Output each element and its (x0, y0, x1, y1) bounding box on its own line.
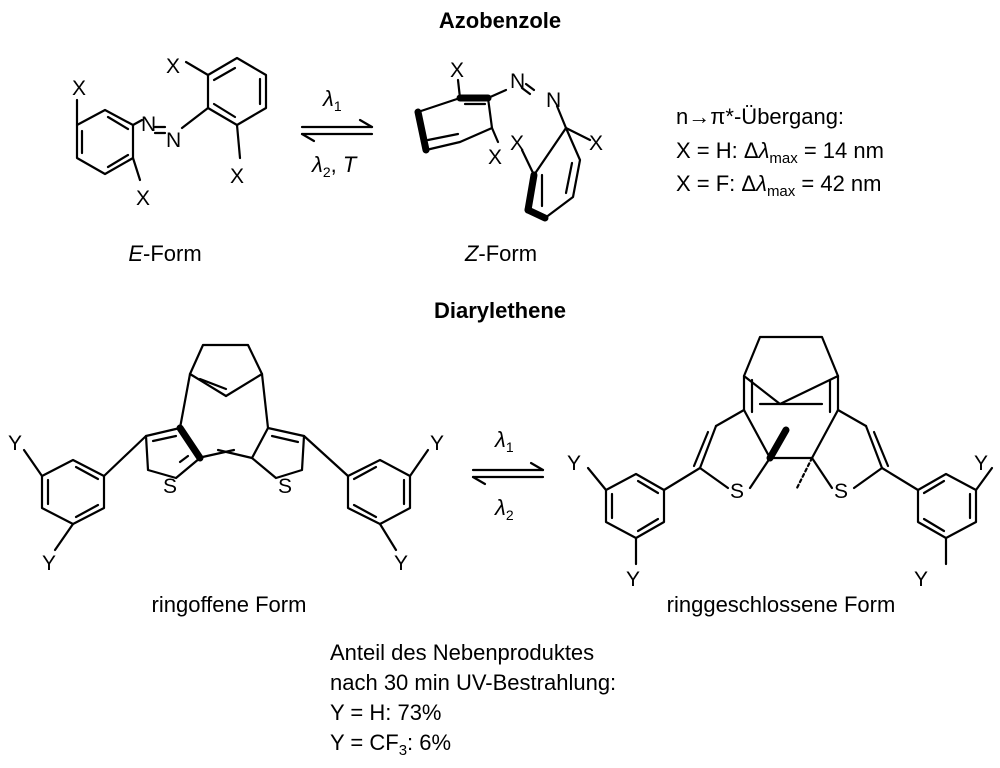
open-y-bottom-left: Y (42, 552, 56, 575)
azobenzene-title: Azobenzole (439, 8, 561, 33)
z-x-top: X (450, 59, 464, 82)
transition-line-1: n→π*-Übergang: (676, 104, 844, 129)
open-sulfur-right: S (278, 475, 292, 498)
e-x-top-right: X (166, 55, 180, 78)
closed-diarylethene-structure (586, 335, 994, 566)
e-nitrogen-1: N (141, 113, 156, 136)
e-form-label: E-Form (128, 241, 201, 266)
closed-y-bottom-right: Y (914, 568, 928, 591)
closed-y-top-left: Y (567, 452, 581, 475)
closed-sulfur-left: S (730, 480, 744, 503)
dae-equilibrium-arrow (471, 461, 545, 486)
closed-y-bottom-left: Y (626, 568, 640, 591)
closed-sulfur-right: S (834, 480, 848, 503)
transition-line-3: X = F: Δλmax = 42 nm (676, 171, 882, 200)
open-form-label: ringoffene Form (152, 592, 307, 617)
byproduct-line-1: Anteil des Nebenproduktes (330, 640, 594, 665)
open-sulfur-left: S (163, 475, 177, 498)
e-x-bottom-right: X (230, 165, 244, 188)
z-x-middle-right: X (510, 132, 524, 155)
open-diarylethene-structure (22, 343, 430, 552)
open-y-top-right: Y (430, 432, 444, 455)
z-form-label: Z-Form (464, 241, 537, 266)
z-x-middle-left: X (488, 146, 502, 169)
z-x-right: X (589, 132, 603, 155)
e-form-rest: -Form (143, 241, 202, 266)
azo-arrow-top-label: λ1 (322, 86, 342, 114)
transition-line-2: X = H: Δλmax = 14 nm (676, 138, 884, 167)
e-nitrogen-2: N (166, 129, 181, 152)
open-y-top-left: Y (8, 432, 22, 455)
closed-form-label: ringgeschlossene Form (667, 592, 896, 617)
e-form-italic: E (128, 241, 143, 266)
closed-y-top-right: Y (974, 452, 988, 475)
e-x-top-left: X (72, 77, 86, 100)
e-x-bottom-left: X (136, 187, 150, 210)
diarylethene-title: Diarylethene (434, 298, 566, 323)
dae-arrow-top-label: λ1 (494, 427, 514, 455)
z-form-rest: -Form (478, 241, 537, 266)
z-nitrogen-1: N (510, 70, 525, 93)
e-azobenzene-structure (75, 56, 268, 182)
z-azobenzene-structure (414, 78, 592, 222)
byproduct-line-3: Y = H: 73% (330, 700, 442, 725)
z-nitrogen-2: N (546, 89, 561, 112)
byproduct-line-4: Y = CF3: 6% (330, 730, 451, 759)
azo-arrow-bottom-label: λ2, T (311, 152, 358, 180)
dae-arrow-bottom-label: λ2 (494, 495, 514, 523)
azo-equilibrium-arrow (300, 118, 374, 143)
byproduct-line-2: nach 30 min UV-Bestrahlung: (330, 670, 616, 695)
open-y-bottom-right: Y (394, 552, 408, 575)
z-form-italic: Z (464, 241, 480, 266)
